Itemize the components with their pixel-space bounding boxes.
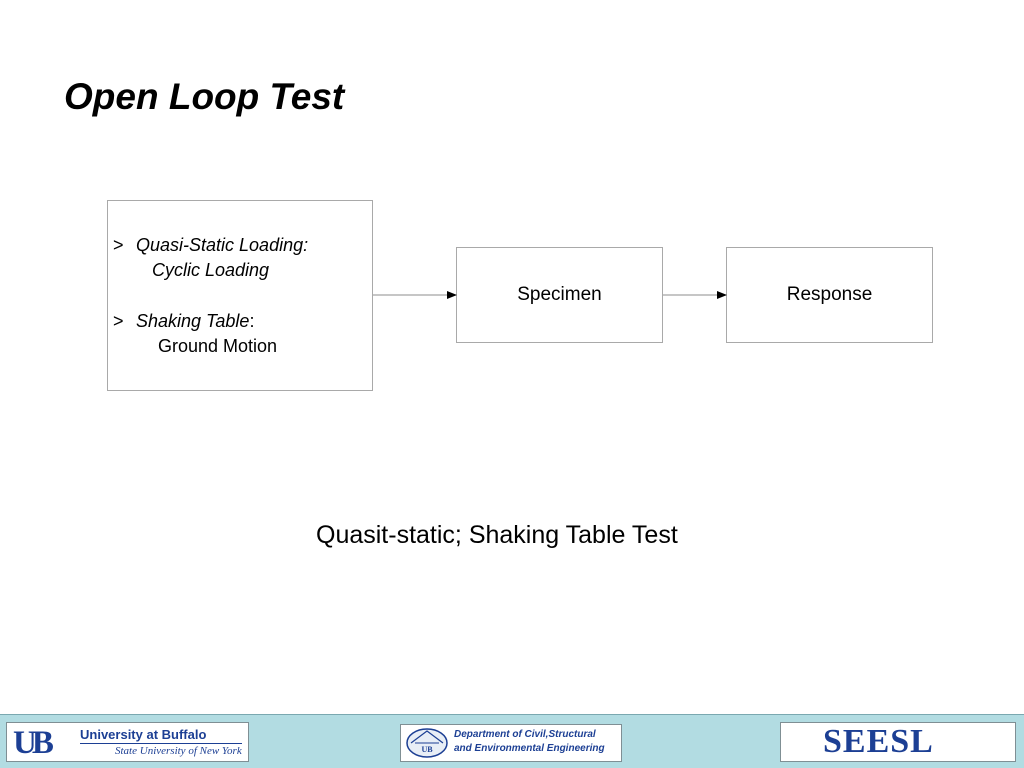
quasi-static-item: > Quasi-Static Loading: bbox=[113, 234, 308, 256]
department-seal-icon: UB bbox=[406, 728, 448, 758]
ub-logo: UB University at Buffalo State Universit… bbox=[6, 722, 249, 762]
department-logo-line1: Department of Civil,Structural bbox=[454, 729, 596, 740]
shaking-table-item: > Shaking Table: bbox=[113, 310, 254, 332]
bullet-marker: > bbox=[113, 235, 124, 255]
cyclic-loading-text: Cyclic Loading bbox=[152, 260, 270, 280]
department-logo-line2: and Environmental Engineering bbox=[454, 743, 605, 754]
ub-logo-name: University at Buffalo bbox=[80, 727, 207, 742]
seesl-logo-mark: SEESL bbox=[823, 723, 934, 760]
loading-input-box: > Quasi-Static Loading: Cyclic Loading > S… bbox=[107, 200, 373, 391]
seesl-logo: SEESL bbox=[780, 722, 1016, 762]
shaking-table-colon: : bbox=[249, 311, 255, 331]
ground-motion-text: Ground Motion bbox=[158, 336, 278, 356]
bullet-marker: > bbox=[113, 311, 124, 331]
diagram-caption: Quasit-static; Shaking Table Test bbox=[316, 521, 678, 549]
footer-band: UB University at Buffalo State Universit… bbox=[0, 714, 1024, 768]
quasi-static-label: Quasi-Static Loading: bbox=[136, 235, 309, 255]
ub-logo-subtitle: State University of New York bbox=[115, 745, 242, 757]
slide-title: Open Loop Test bbox=[64, 76, 345, 117]
response-label: Response bbox=[786, 284, 873, 305]
specimen-box: Specimen bbox=[456, 247, 663, 343]
ub-logo-rule bbox=[80, 743, 242, 744]
ub-monogram: UB bbox=[13, 725, 54, 761]
department-logo: UB Department of Civil,Structural and En… bbox=[400, 724, 622, 762]
department-seal-text: UB bbox=[421, 745, 433, 754]
response-box: Response bbox=[726, 247, 933, 343]
shaking-table-label: Shaking Table bbox=[136, 311, 250, 331]
specimen-label: Specimen bbox=[517, 284, 602, 305]
